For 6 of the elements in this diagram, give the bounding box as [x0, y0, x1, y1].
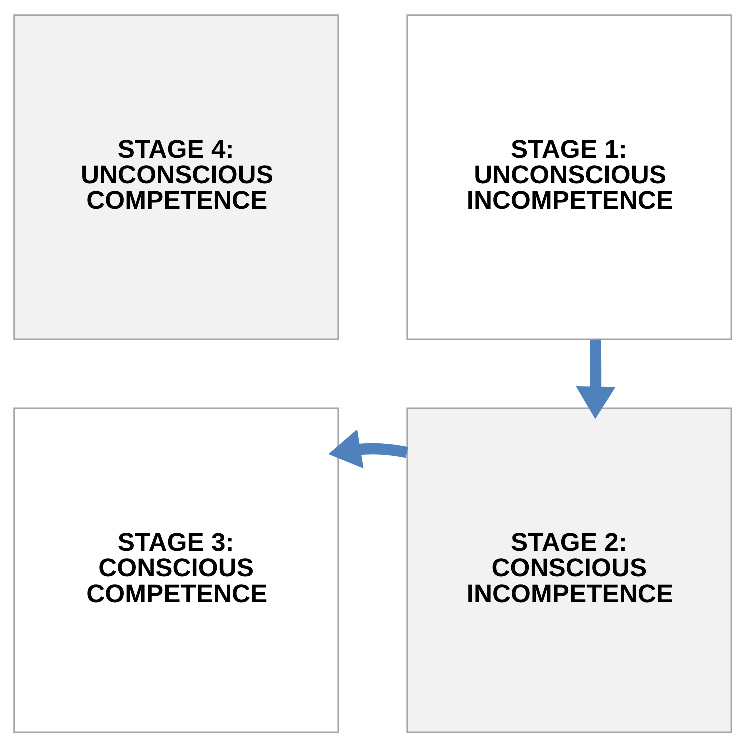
arrow	[328, 430, 408, 469]
node-box: STAGE 2: CONSCIOUS INCOMPETENCE	[406, 408, 732, 734]
node-box: STAGE 4: UNCONSCIOUS COMPETENCE	[14, 14, 340, 340]
node-box: STAGE 1: UNCONSCIOUS INCOMPETENCE	[406, 14, 732, 340]
node-box: STAGE 3: CONSCIOUS COMPETENCE	[14, 408, 340, 734]
arrow	[576, 340, 616, 420]
